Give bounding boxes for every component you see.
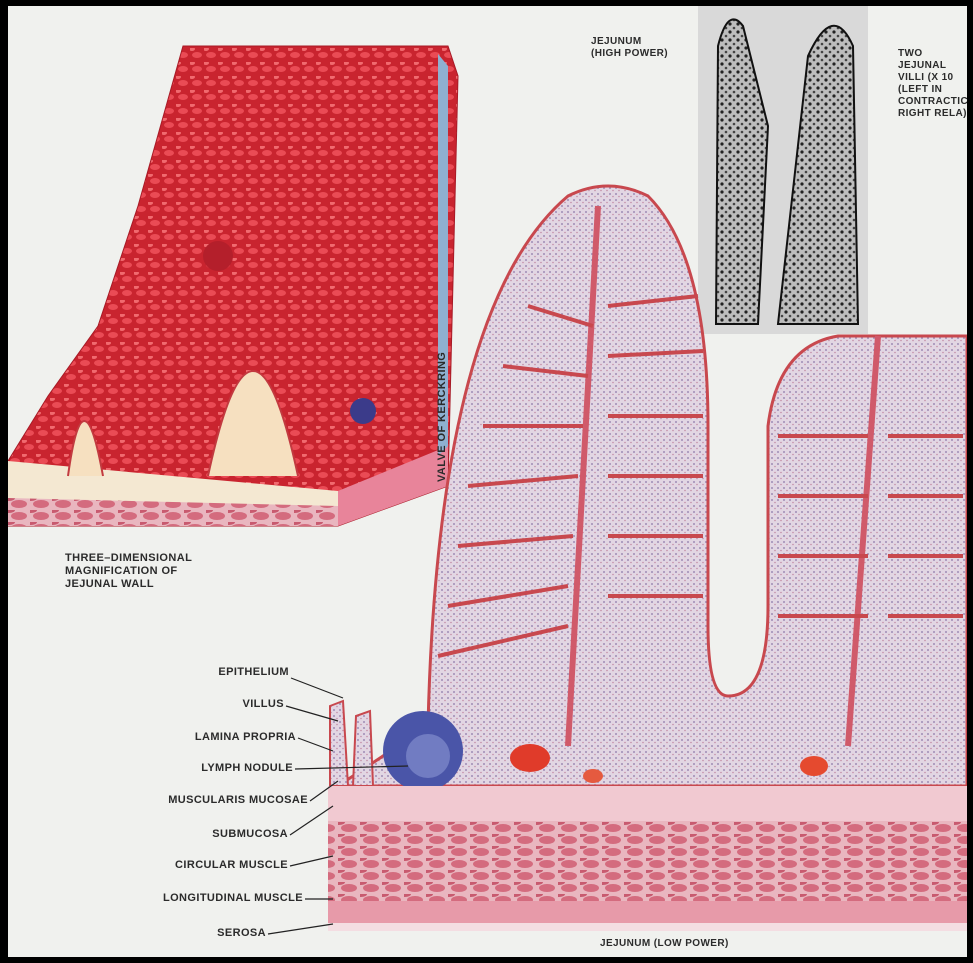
label-epithelium: EPITHELIUM xyxy=(168,666,289,679)
three-dimensional-block xyxy=(8,46,458,526)
three-d-caption: THREE–DIMENSIONAL MAGNIFICATION OF JEJUN… xyxy=(65,552,192,591)
villi-line-5: CONTRACTIC xyxy=(898,96,967,108)
low-power-caption: JEJUNUM (LOW POWER) xyxy=(600,938,729,950)
villi-line-1: TWO xyxy=(898,48,967,60)
villi-photograph xyxy=(698,6,868,334)
valve-of-kerckring-label: VALVE OF KERCKRING xyxy=(436,352,449,482)
label-circular-muscle: CIRCULAR MUSCLE xyxy=(108,859,288,872)
two-villi-caption: TWO JEJUNAL VILLI (X 10 (LEFT IN CONTRAC… xyxy=(898,48,967,120)
caption-line-3: JEJUNAL WALL xyxy=(65,578,192,591)
villi-line-4: (LEFT IN xyxy=(898,84,967,96)
high-power-line-1: JEJUNUM xyxy=(591,36,668,48)
label-villus: VILLUS xyxy=(168,698,284,711)
label-muscularis-mucosae: MUSCULARIS MUCOSAE xyxy=(88,794,308,807)
artwork xyxy=(8,6,967,957)
caption-line-2: MAGNIFICATION OF xyxy=(65,565,192,578)
villi-line-2: JEJUNAL xyxy=(898,60,967,72)
label-submucosa: SUBMUCOSA xyxy=(128,828,288,841)
villi-line-3: VILLI (X 10 xyxy=(898,72,967,84)
high-power-line-2: (HIGH POWER) xyxy=(591,48,668,60)
label-lamina-propria: LAMINA PROPRIA xyxy=(128,731,296,744)
caption-line-1: THREE–DIMENSIONAL xyxy=(65,552,192,565)
label-lymph-nodule: LYMPH NODULE xyxy=(128,762,293,775)
plate-background: THREE–DIMENSIONAL MAGNIFICATION OF JEJUN… xyxy=(8,6,967,957)
villi-line-6: RIGHT RELA) xyxy=(898,108,967,120)
label-longitudinal-muscle: LONGITUDINAL MUSCLE xyxy=(68,892,303,905)
label-serosa: SEROSA xyxy=(148,927,266,940)
high-power-caption: JEJUNUM (HIGH POWER) xyxy=(591,36,668,60)
